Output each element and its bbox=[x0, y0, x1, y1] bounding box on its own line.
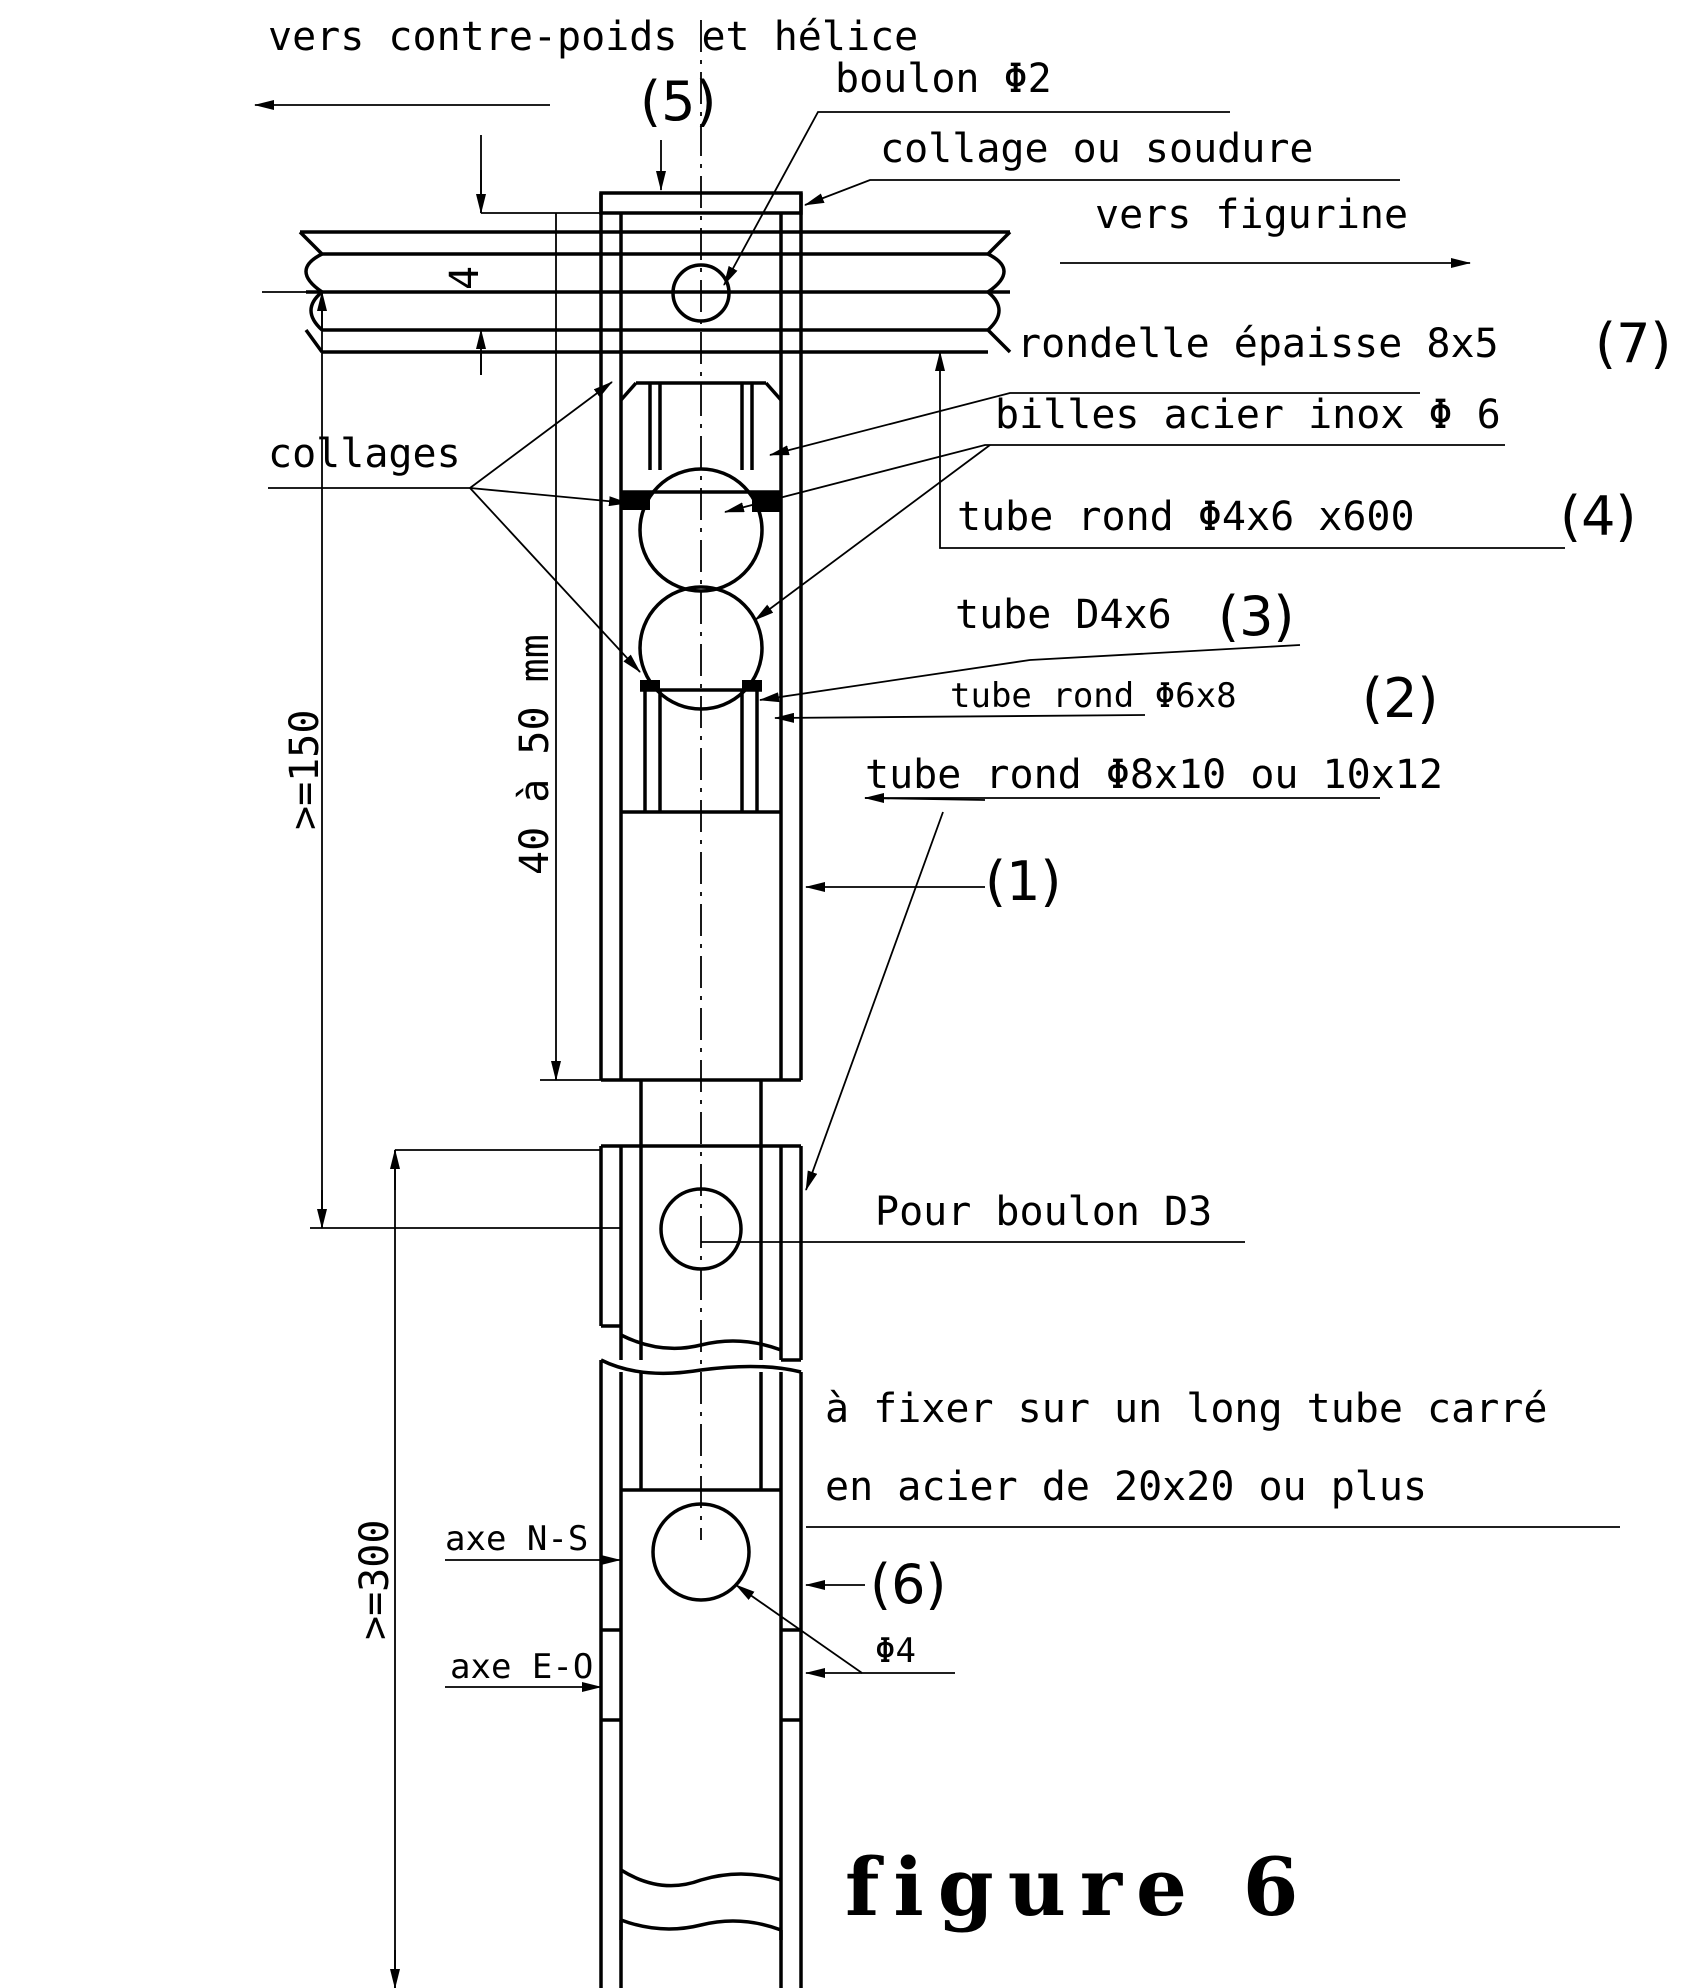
label-fix-line2: en acier de 20x20 ou plus bbox=[825, 1464, 1427, 1510]
dim-4-label: 4 bbox=[442, 266, 488, 290]
label-hole-4: Φ4 bbox=[875, 1631, 916, 1671]
ref-3: (3) bbox=[1218, 585, 1295, 648]
dim-150-label: >=150 bbox=[282, 710, 328, 830]
ref-4: (4) bbox=[1560, 485, 1637, 548]
ref-1: (1) bbox=[985, 850, 1062, 913]
inner-tube-3 bbox=[621, 690, 781, 814]
label-axis-eo: axe E-O bbox=[450, 1647, 593, 1687]
label-tube-3: tube D4x6 bbox=[955, 592, 1172, 638]
support-tube-upper-section bbox=[599, 1080, 803, 1362]
label-tube-1: tube rond Φ8x10 ou 10x12 bbox=[865, 752, 1443, 798]
label-bolt-d3: Pour boulon D3 bbox=[875, 1189, 1212, 1235]
label-washer: rondelle épaisse 8x5 bbox=[1017, 321, 1499, 367]
dim-40-50-label: 40 à 50 mm bbox=[512, 634, 558, 875]
dimension-4 bbox=[470, 135, 801, 375]
label-figurine: vers figurine bbox=[1095, 192, 1408, 238]
dimension-40-50 bbox=[540, 213, 601, 1081]
cross-tube bbox=[262, 230, 1012, 354]
ref-5: (5) bbox=[640, 70, 717, 133]
label-counterweight: vers contre-poids et hélice bbox=[268, 14, 918, 60]
label-tube-4: tube rond Φ4x6 x600 bbox=[957, 494, 1415, 540]
ref-6: (6) bbox=[870, 1553, 947, 1616]
figure-title: figure 6 bbox=[845, 1840, 1312, 1934]
leaders bbox=[254, 100, 1620, 1692]
ref-7: (7) bbox=[1595, 312, 1672, 375]
label-balls: billes acier inox Φ 6 bbox=[995, 392, 1501, 438]
ref-2: (2) bbox=[1362, 667, 1439, 730]
label-glue: collage ou soudure bbox=[880, 126, 1313, 172]
label-fix-line1: à fixer sur un long tube carré bbox=[825, 1386, 1547, 1432]
label-tube-2: tube rond Φ6x8 bbox=[950, 676, 1237, 716]
label-bolt-2: boulon Φ2 bbox=[835, 56, 1052, 102]
support-tube-lower-section bbox=[599, 1358, 803, 1988]
steel-ball-upper bbox=[638, 467, 764, 593]
label-collages: collages bbox=[268, 431, 461, 477]
dim-300-label: >=300 bbox=[352, 1520, 398, 1640]
washer bbox=[619, 381, 783, 470]
dimension-150 bbox=[310, 291, 620, 1229]
label-axis-ns: axe N-S bbox=[445, 1519, 588, 1559]
bolt-2-hole bbox=[671, 263, 731, 323]
pivot-hole-6 bbox=[651, 1502, 751, 1602]
bolt-d3-hole bbox=[659, 1187, 743, 1271]
dimension-300 bbox=[390, 1149, 601, 1988]
